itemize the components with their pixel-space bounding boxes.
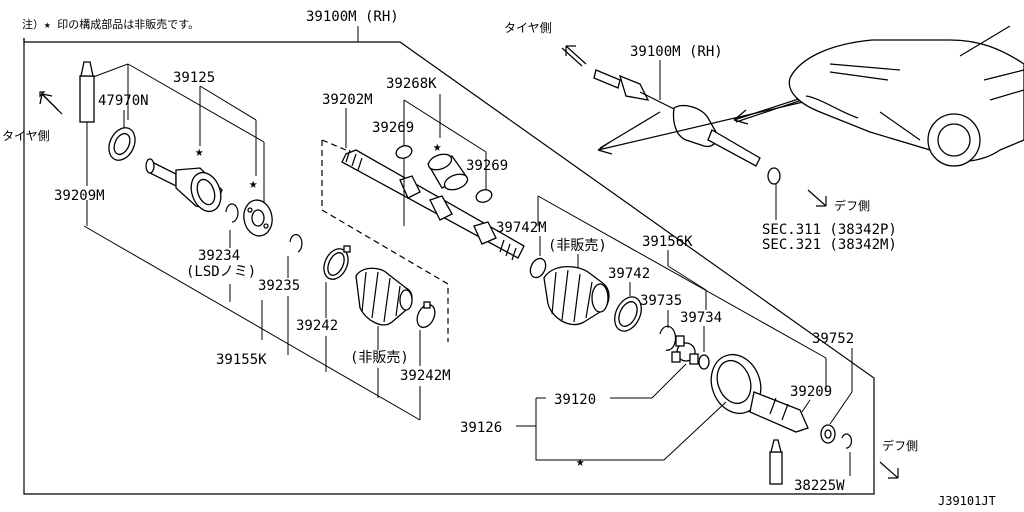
label-39234: 39234 — [198, 248, 240, 264]
not-for-sale-note: 注）★ 印の構成部品は非販売です。 — [22, 17, 199, 31]
grease-tube-39209M — [79, 61, 95, 226]
label-39209: 39209 — [790, 384, 832, 400]
label-diff-side-bottom: デフ側 — [882, 438, 918, 453]
label-39242: 39242 — [296, 318, 338, 334]
label-39269-a: 39269 — [372, 120, 414, 136]
group-39156K-frame — [537, 195, 827, 392]
outer-boot — [355, 267, 413, 326]
grease-tube-38225W — [769, 439, 783, 485]
label-not-sold-1: (非販売) — [350, 350, 409, 366]
drive-shaft-39202M — [341, 149, 525, 261]
boot-band-39242M — [416, 301, 436, 329]
sensor-ring-47970N — [108, 127, 136, 161]
label-39242M: 39242M — [400, 368, 451, 384]
label-not-sold-2: (非販売) — [548, 238, 607, 254]
label-39126: 39126 — [460, 420, 502, 436]
label-diff-side-right: デフ側 — [834, 198, 870, 213]
spider-assembly-39120 — [671, 335, 699, 365]
diagram-id: J39101JT — [938, 494, 996, 508]
snap-ring-39234 — [225, 203, 239, 223]
damper-band-b — [475, 189, 493, 203]
label-tire-side-left: タイヤ側 — [2, 129, 50, 143]
inner-joint-housing — [710, 353, 809, 433]
label-39100M-car: 39100M (RH) — [630, 44, 723, 60]
label-39742M: 39742M — [496, 220, 547, 236]
oil-seal-39752 — [820, 424, 836, 444]
leader-39268K — [403, 99, 487, 226]
label-38225W: 38225W — [794, 478, 845, 494]
boot-kit-dashed-frame — [321, 139, 449, 342]
leader-39209 — [801, 399, 811, 413]
snap-ring-39734 — [698, 354, 710, 370]
star-mark-4: ★ — [576, 454, 585, 470]
leader-39156K-b — [667, 265, 707, 291]
label-39734: 39734 — [680, 310, 722, 326]
label-39156K: 39156K — [642, 234, 693, 250]
label-39742: 39742 — [608, 266, 650, 282]
label-39100M-top: 39100M (RH) — [306, 9, 399, 25]
label-39125: 39125 — [173, 70, 215, 86]
label-39234-note: (LSDノミ) — [186, 264, 256, 280]
arrow-tire-top — [561, 45, 587, 67]
boot-band-39742 — [614, 296, 642, 332]
leader-39126 — [516, 398, 727, 461]
label-47970N: 47970N — [98, 93, 149, 109]
leader-39125-b — [199, 85, 257, 121]
damper-band-a — [395, 145, 413, 159]
arrow-diff-bottom — [879, 461, 899, 479]
label-sec321: SEC.321 (38342M) — [762, 237, 897, 253]
leader-39120 — [610, 363, 687, 399]
label-39155K: 39155K — [216, 352, 267, 368]
snap-ring-39235 — [289, 234, 303, 253]
label-39209M: 39209M — [54, 188, 105, 204]
outer-joint-housing — [145, 158, 223, 213]
dynamic-damper — [427, 153, 469, 191]
circlip — [841, 433, 853, 449]
arrow-tire-left — [39, 91, 63, 115]
label-39269-b: 39269 — [466, 158, 508, 174]
label-39268K: 39268K — [386, 76, 437, 92]
label-sec311: SEC.311 (38342P) — [762, 222, 897, 238]
arrow-diff-right — [807, 189, 827, 207]
label-39235: 39235 — [258, 278, 300, 294]
vehicle-illustration — [788, 25, 1024, 167]
label-39735: 39735 — [640, 293, 682, 309]
boot-band-39742M — [529, 257, 547, 279]
inner-boot — [543, 266, 610, 326]
inner-race-ball-cage — [243, 199, 273, 237]
assembly-frame — [23, 38, 875, 495]
label-tire-side-top: タイヤ側 — [504, 21, 552, 35]
drive-shaft-assembly-small — [593, 69, 781, 185]
star-mark-2: ★ — [249, 176, 258, 192]
boot-band-39242 — [323, 245, 351, 280]
label-39752: 39752 — [812, 331, 854, 347]
star-mark-1: ★ — [195, 144, 204, 160]
snap-ring-39735 — [659, 325, 677, 351]
label-39120: 39120 — [554, 392, 596, 408]
label-39202M: 39202M — [322, 92, 373, 108]
star-mark-3: ★ — [433, 139, 442, 155]
leader-39752-b — [829, 391, 853, 425]
